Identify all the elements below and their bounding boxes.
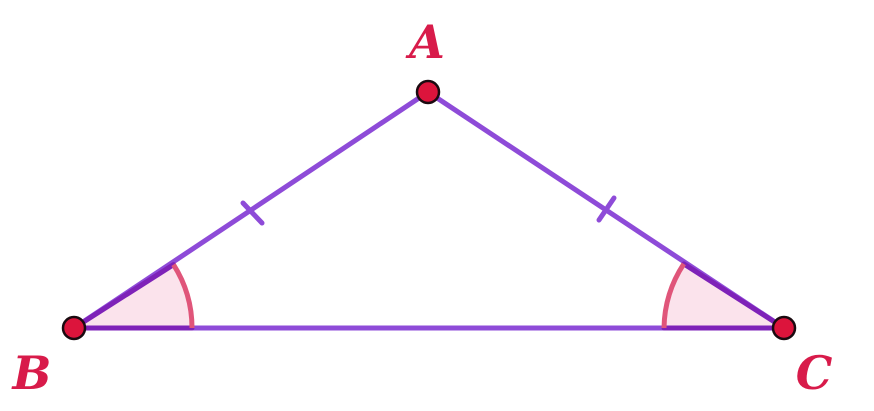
vertex-c-label: C xyxy=(796,346,833,400)
vertex-a-label: A xyxy=(405,15,445,69)
tick-mark-ab xyxy=(240,200,265,226)
tick-mark-ac xyxy=(596,195,617,223)
angle-b-arc xyxy=(171,263,195,329)
angle-c-ray-highlight xyxy=(681,261,787,331)
vertex-b-point xyxy=(61,315,87,341)
vertex-c-point xyxy=(771,315,797,341)
angle-c-sector xyxy=(664,263,784,328)
vertex-a-point xyxy=(415,79,441,105)
vertex-b-label: B xyxy=(11,346,52,400)
angle-c-arc xyxy=(661,262,686,329)
angle-b-ray-highlight xyxy=(71,262,176,331)
